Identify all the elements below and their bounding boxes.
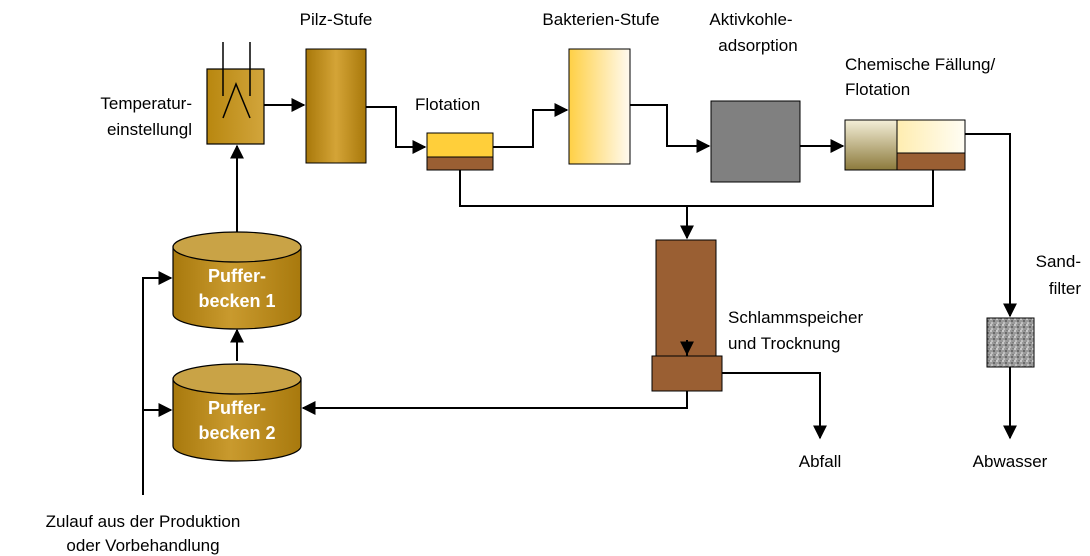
pufferbecken-1 (172, 231, 302, 330)
label-zulauf-1: Zulauf aus der Produktion (46, 512, 241, 531)
label-chemische-faellung-2: Flotation (845, 80, 910, 99)
label-puffer2-line1: Puffer- (208, 398, 266, 418)
label-schlammspeicher-1: Schlammspeicher (728, 308, 863, 327)
flotation-unit (426, 132, 494, 171)
label-abwasser: Abwasser (973, 452, 1048, 471)
label-pilz-stufe: Pilz-Stufe (300, 10, 373, 29)
label-temperatur-1: Temperatur- (100, 94, 192, 113)
pilz-stufe-tank (305, 48, 367, 164)
label-puffer2-line2: becken 2 (198, 423, 275, 443)
label-flotation: Flotation (415, 95, 480, 114)
label-sandfilter-2: filter (1049, 279, 1081, 298)
schlammspeicher-tank (655, 239, 717, 357)
trocknung-unit (651, 355, 723, 392)
label-abfall: Abfall (799, 452, 842, 471)
bakterien-stufe-tank (568, 48, 631, 165)
label-aktivkohle-2: adsorption (718, 36, 797, 55)
sandfilter (986, 317, 1035, 368)
label-puffer1-line2: becken 1 (198, 291, 275, 311)
label-puffer1-line1: Puffer- (208, 266, 266, 286)
chemische-faellung-unit (844, 119, 966, 171)
label-bakterien-stufe: Bakterien-Stufe (542, 10, 659, 29)
label-aktivkohle-1: Aktivkohle- (709, 10, 792, 29)
aktivkohle-unit (710, 100, 801, 183)
flow-lines (142, 98, 1017, 495)
label-schlammspeicher-2: und Trocknung (728, 334, 840, 353)
label-zulauf-2: oder Vorbehandlung (66, 536, 219, 555)
label-temperatur-2: einstellungl (107, 120, 192, 139)
label-sandfilter-1: Sand- (1036, 252, 1081, 271)
label-chemische-faellung-1: Chemische Fällung/ (845, 55, 996, 74)
temperature-unit (206, 42, 265, 145)
pufferbecken-2 (172, 363, 302, 462)
